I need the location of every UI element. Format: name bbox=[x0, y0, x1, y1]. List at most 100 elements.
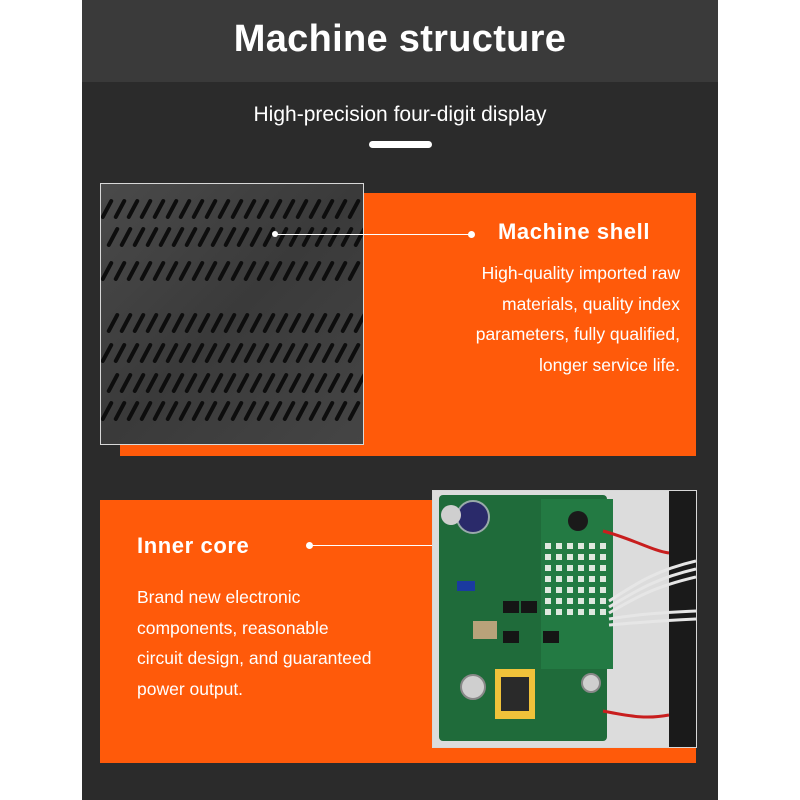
pcb-component bbox=[567, 609, 573, 615]
vent-slot bbox=[269, 401, 283, 421]
pcb-component bbox=[545, 576, 551, 582]
vent-slot bbox=[236, 373, 250, 393]
vent-slot bbox=[327, 313, 341, 333]
vent-slot bbox=[204, 199, 218, 219]
vent-slot bbox=[126, 343, 140, 363]
pcb-component bbox=[589, 554, 595, 560]
vent-slot bbox=[158, 313, 172, 333]
vent-slot bbox=[275, 227, 289, 247]
vent-slot bbox=[217, 401, 231, 421]
vent-slot bbox=[197, 373, 211, 393]
vent-slot bbox=[152, 199, 166, 219]
core-description-line: circuit design, and guaranteed bbox=[137, 648, 372, 668]
vent-slot bbox=[126, 401, 140, 421]
vent-slot bbox=[327, 227, 341, 247]
vent-slot bbox=[223, 313, 237, 333]
pcb-component bbox=[545, 543, 551, 549]
vent-slot bbox=[171, 227, 185, 247]
pcb-component bbox=[556, 554, 562, 560]
vent-slot bbox=[308, 261, 322, 281]
vent-slot bbox=[132, 227, 146, 247]
vent-slot bbox=[301, 227, 315, 247]
vent-slot bbox=[334, 261, 348, 281]
pcb-component bbox=[589, 609, 595, 615]
shell-description: High-quality imported raw materials, qua… bbox=[382, 258, 680, 380]
vent-slot bbox=[301, 373, 315, 393]
vent-slot bbox=[282, 199, 296, 219]
vent-slot bbox=[295, 199, 309, 219]
pcb-component bbox=[589, 565, 595, 571]
vented-metal-illustration bbox=[101, 184, 363, 444]
vent-slot bbox=[191, 199, 205, 219]
vent-slot bbox=[269, 343, 283, 363]
vent-slot bbox=[256, 401, 270, 421]
vent-slot bbox=[243, 261, 257, 281]
vent-slot bbox=[321, 261, 335, 281]
vent-slot bbox=[178, 261, 192, 281]
vent-slot bbox=[204, 261, 218, 281]
pcb-chip bbox=[503, 631, 519, 643]
vent-slot bbox=[217, 261, 231, 281]
vent-slot bbox=[243, 343, 257, 363]
pcb-component bbox=[578, 554, 584, 560]
shell-description-line: materials, quality index bbox=[502, 293, 680, 314]
vent-slot bbox=[101, 401, 114, 421]
vent-slot bbox=[347, 199, 361, 219]
vent-slot bbox=[210, 373, 224, 393]
vent-slot bbox=[132, 313, 146, 333]
section-subtitle: High-precision four-digit display bbox=[253, 103, 547, 126]
pcb-component bbox=[556, 565, 562, 571]
vent-slot bbox=[275, 373, 289, 393]
core-heading: Inner core bbox=[137, 533, 250, 558]
vent-slot bbox=[288, 227, 302, 247]
shell-heading: Machine shell bbox=[498, 219, 651, 244]
vent-slot bbox=[197, 313, 211, 333]
vent-slot bbox=[301, 313, 315, 333]
shell-pointer-line bbox=[276, 234, 472, 235]
vent-slot bbox=[321, 401, 335, 421]
vent-slot bbox=[106, 313, 120, 333]
vent-slot bbox=[171, 313, 185, 333]
core-description-line: components, reasonable bbox=[137, 617, 329, 638]
core-description-line: power output. bbox=[137, 678, 244, 699]
core-pointer-line bbox=[312, 545, 460, 546]
shell-description-line: parameters, fully qualified, bbox=[475, 324, 680, 344]
vent-slot bbox=[158, 373, 172, 393]
vent-slot bbox=[113, 261, 127, 281]
shell-description-line: High-quality imported raw bbox=[481, 263, 680, 283]
vent-slot bbox=[256, 199, 270, 219]
vent-slot bbox=[165, 199, 179, 219]
pcb-component bbox=[600, 598, 606, 604]
vent-slot bbox=[347, 401, 361, 421]
vent-slot bbox=[139, 199, 153, 219]
vent-slot bbox=[334, 401, 348, 421]
pcb-component bbox=[589, 543, 595, 549]
vent-slot bbox=[165, 401, 179, 421]
shell-description-line: longer service life. bbox=[538, 354, 680, 375]
vent-slot bbox=[340, 313, 354, 333]
vent-slot bbox=[106, 227, 120, 247]
vent-slot bbox=[321, 343, 335, 363]
pcb-component bbox=[567, 554, 573, 560]
shell-pointer-origin-dot bbox=[272, 231, 278, 237]
vent-slot bbox=[353, 373, 363, 393]
vent-slot bbox=[295, 261, 309, 281]
vent-slot bbox=[178, 199, 192, 219]
pcb-component bbox=[567, 587, 573, 593]
vent-slot bbox=[347, 261, 361, 281]
circuit-board-image bbox=[432, 490, 697, 748]
vent-slot bbox=[340, 373, 354, 393]
vent-slot bbox=[314, 227, 328, 247]
vent-slot bbox=[308, 343, 322, 363]
vent-slot bbox=[210, 227, 224, 247]
vent-slot bbox=[321, 199, 335, 219]
vent-slot bbox=[236, 227, 250, 247]
pcb-component bbox=[556, 609, 562, 615]
vent-slot bbox=[269, 199, 283, 219]
vent-slot bbox=[217, 343, 231, 363]
pcb-component bbox=[600, 587, 606, 593]
vent-slot bbox=[165, 343, 179, 363]
vent-slot bbox=[230, 261, 244, 281]
vent-slot bbox=[262, 313, 276, 333]
vent-slot bbox=[334, 343, 348, 363]
